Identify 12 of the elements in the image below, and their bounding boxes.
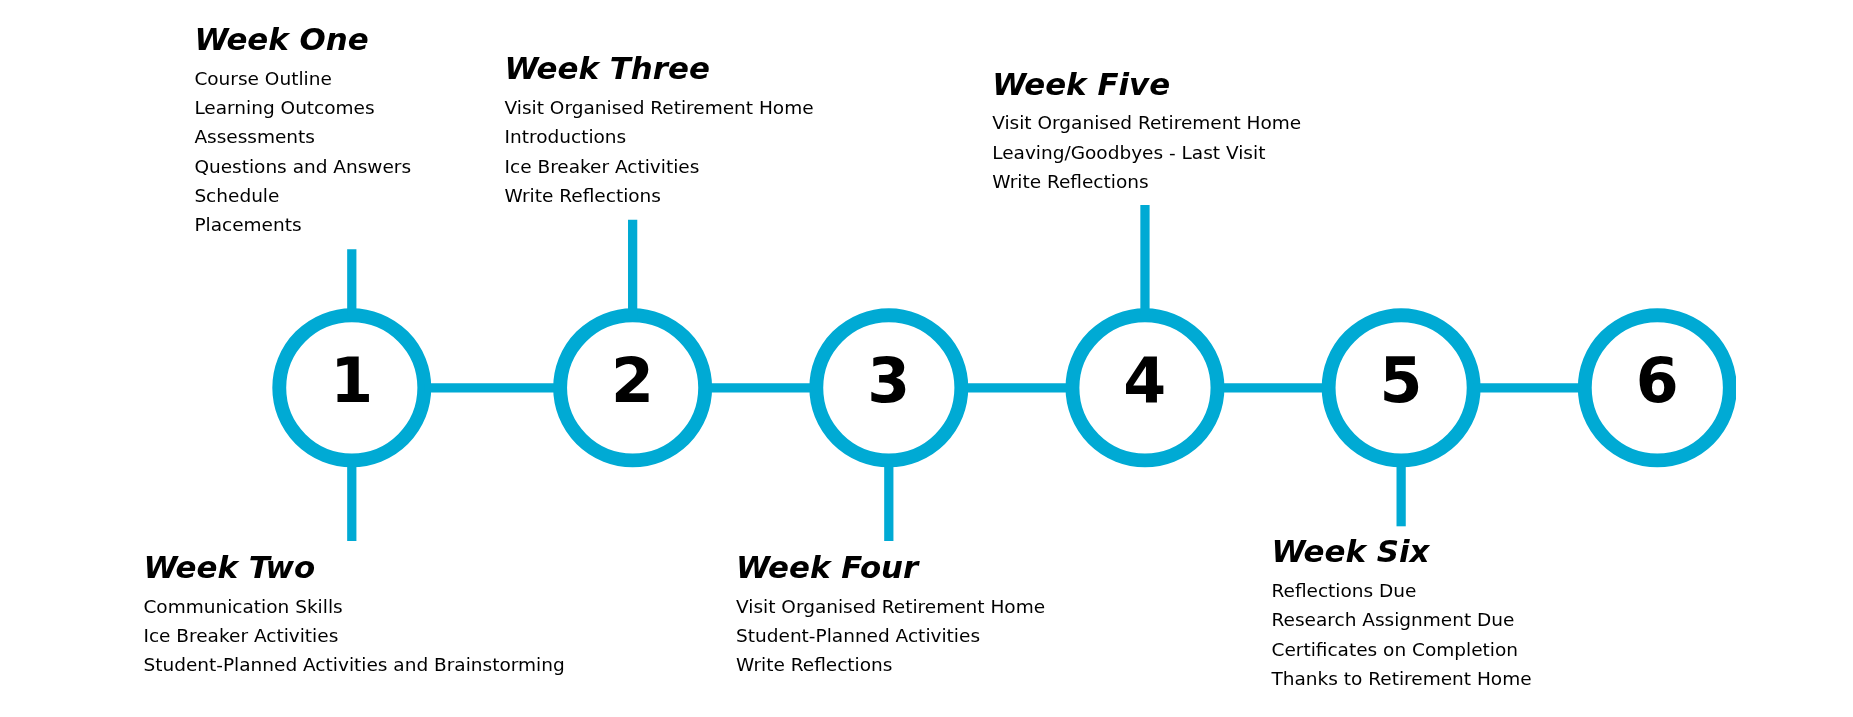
- node-text: Week Two Communication Skills Ice Breaker Activities Student-Planned Activities and Brainstorming: [142, 548, 565, 676]
- node-circle: 3: [808, 308, 968, 468]
- node-circle: 6: [1577, 308, 1736, 468]
- node-text: Week Five Visit Organised Retirement Home Leaving/Goodbyes - Last Visit Write Reflections: [991, 65, 1301, 193]
- node-text: Week Three Visit Organised Retirement Home Introductions Ice Breaker Activities Write Reflections: [504, 50, 814, 207]
- node-circle: 5: [1321, 308, 1481, 468]
- node-text: Week Four Visit Organised Retirement Home Student-Planned Activities Write Reflections: [735, 548, 1045, 676]
- node-circle: 1: [271, 308, 431, 468]
- node-circle: 4: [1065, 308, 1224, 468]
- node-text: Week One Course Outline Learning Outcomes Assessments Questions and Answers Schedule Placements: [193, 20, 411, 236]
- node-text: Week Six Reflections Due Research Assignment Due Certificates on Completion Thanks to Retirement Home: [1271, 533, 1532, 690]
- node-circle: 2: [552, 308, 712, 468]
